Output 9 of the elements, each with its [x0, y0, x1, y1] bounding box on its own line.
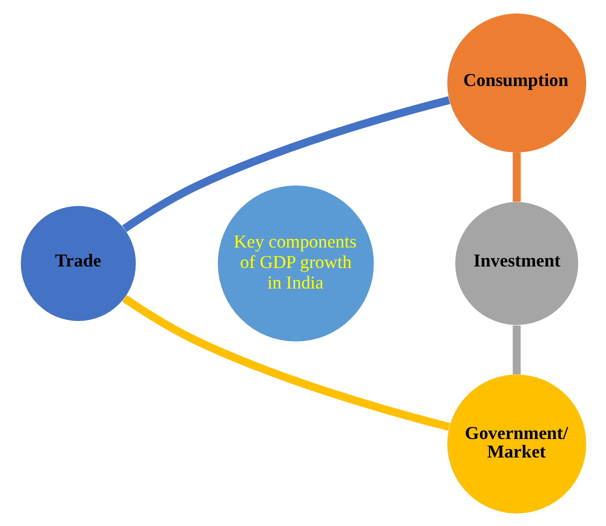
- node-circle: Government/ Market: [446, 374, 586, 513]
- node-circle: Key components of GDP growth in India: [217, 185, 374, 341]
- node-circle: Investment: [454, 202, 578, 324]
- connector: [122, 96, 450, 232]
- node-circle: Consumption: [446, 13, 586, 152]
- connector: [512, 324, 520, 374]
- node-circle: Trade: [20, 206, 136, 320]
- connector: [122, 294, 450, 430]
- connector: [512, 152, 520, 202]
